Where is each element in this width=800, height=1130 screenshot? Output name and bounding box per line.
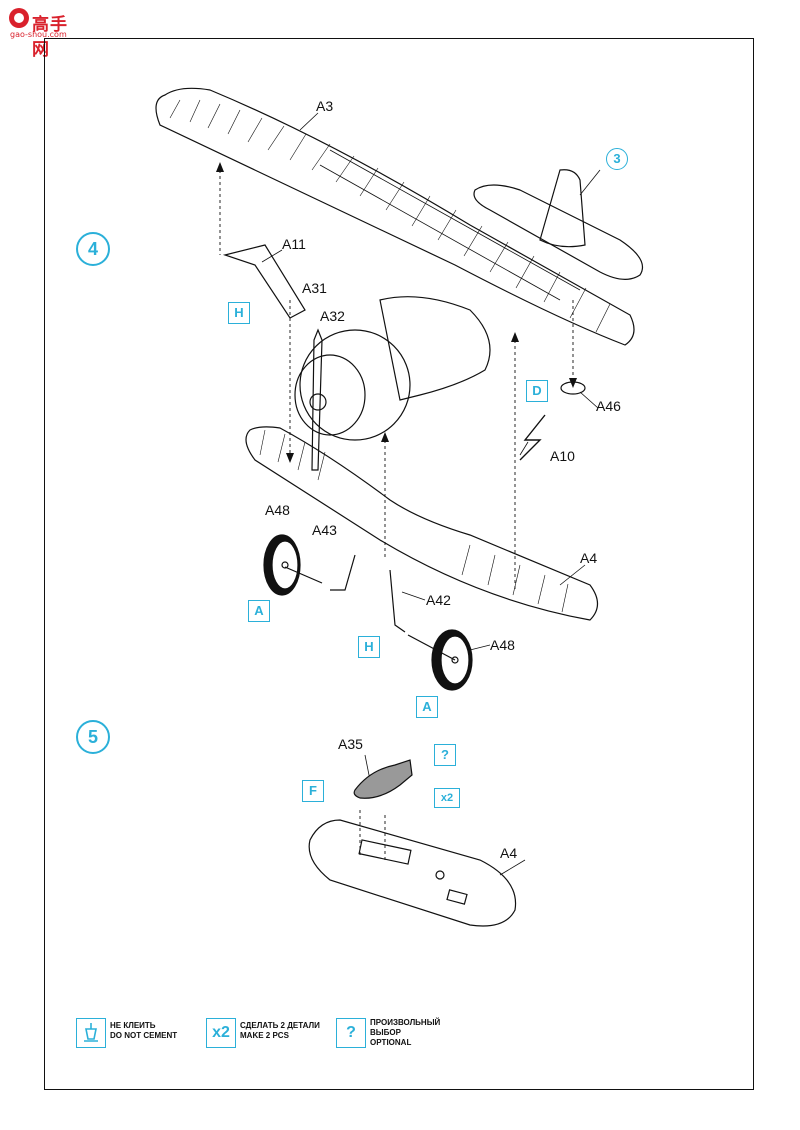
callout-box-h-bottom: H	[358, 636, 380, 658]
step-4-number: 4	[76, 232, 110, 266]
callout-box-h-top: H	[228, 302, 250, 324]
label-a48-left: A48	[265, 502, 290, 518]
callout-box-a-right: A	[416, 696, 438, 718]
label-a42: A42	[426, 592, 451, 608]
do-not-cement-icon	[76, 1018, 106, 1048]
watermark-url: gao-shou.com	[10, 30, 67, 39]
callout-3: 3	[606, 148, 628, 170]
label-a35: A35	[338, 736, 363, 752]
label-a32: A32	[320, 308, 345, 324]
label-a4-step4: A4	[580, 550, 598, 566]
callout-box-x2: x2	[434, 788, 460, 808]
watermark-logo: 高手网 gao-shou.com	[4, 4, 70, 60]
fuselage	[379, 296, 491, 401]
callout-box-f: F	[302, 780, 324, 802]
label-a43: A43	[312, 522, 337, 538]
callout-box-a-left: A	[248, 600, 270, 622]
callout-box-d: D	[526, 380, 548, 402]
page-frame	[44, 38, 754, 1090]
legend-do-not-cement-text: НЕ КЛЕИТЬ DO NOT CEMENT	[110, 1021, 178, 1040]
step-5-number: 5	[76, 720, 110, 754]
label-a11: A11	[282, 236, 306, 252]
label-a3: A3	[316, 98, 334, 114]
label-a48-right: A48	[490, 637, 515, 653]
legend-make-two-text: СДЕЛАТЬ 2 ДЕТАЛИ MAKE 2 PCS	[240, 1021, 320, 1040]
legend-optional-text: ПРОИЗВОЛЬНЫЙ ВЫБОР OPTIONAL	[370, 1018, 441, 1047]
make-two-icon: x2	[206, 1018, 236, 1048]
optional-icon: ?	[336, 1018, 366, 1048]
watermark-emblem-icon	[9, 8, 29, 28]
callout-box-optional: ?	[434, 744, 456, 766]
label-a10: A10	[550, 448, 575, 464]
lower-wing-step5	[308, 819, 517, 927]
upper-wing	[155, 87, 635, 346]
lower-wing	[245, 426, 599, 621]
label-a31: A31	[302, 280, 327, 296]
label-a46: A46	[596, 398, 621, 414]
tail-plane	[473, 184, 644, 280]
bomb-A35	[353, 759, 413, 799]
label-a4-step5: A4	[500, 845, 518, 861]
